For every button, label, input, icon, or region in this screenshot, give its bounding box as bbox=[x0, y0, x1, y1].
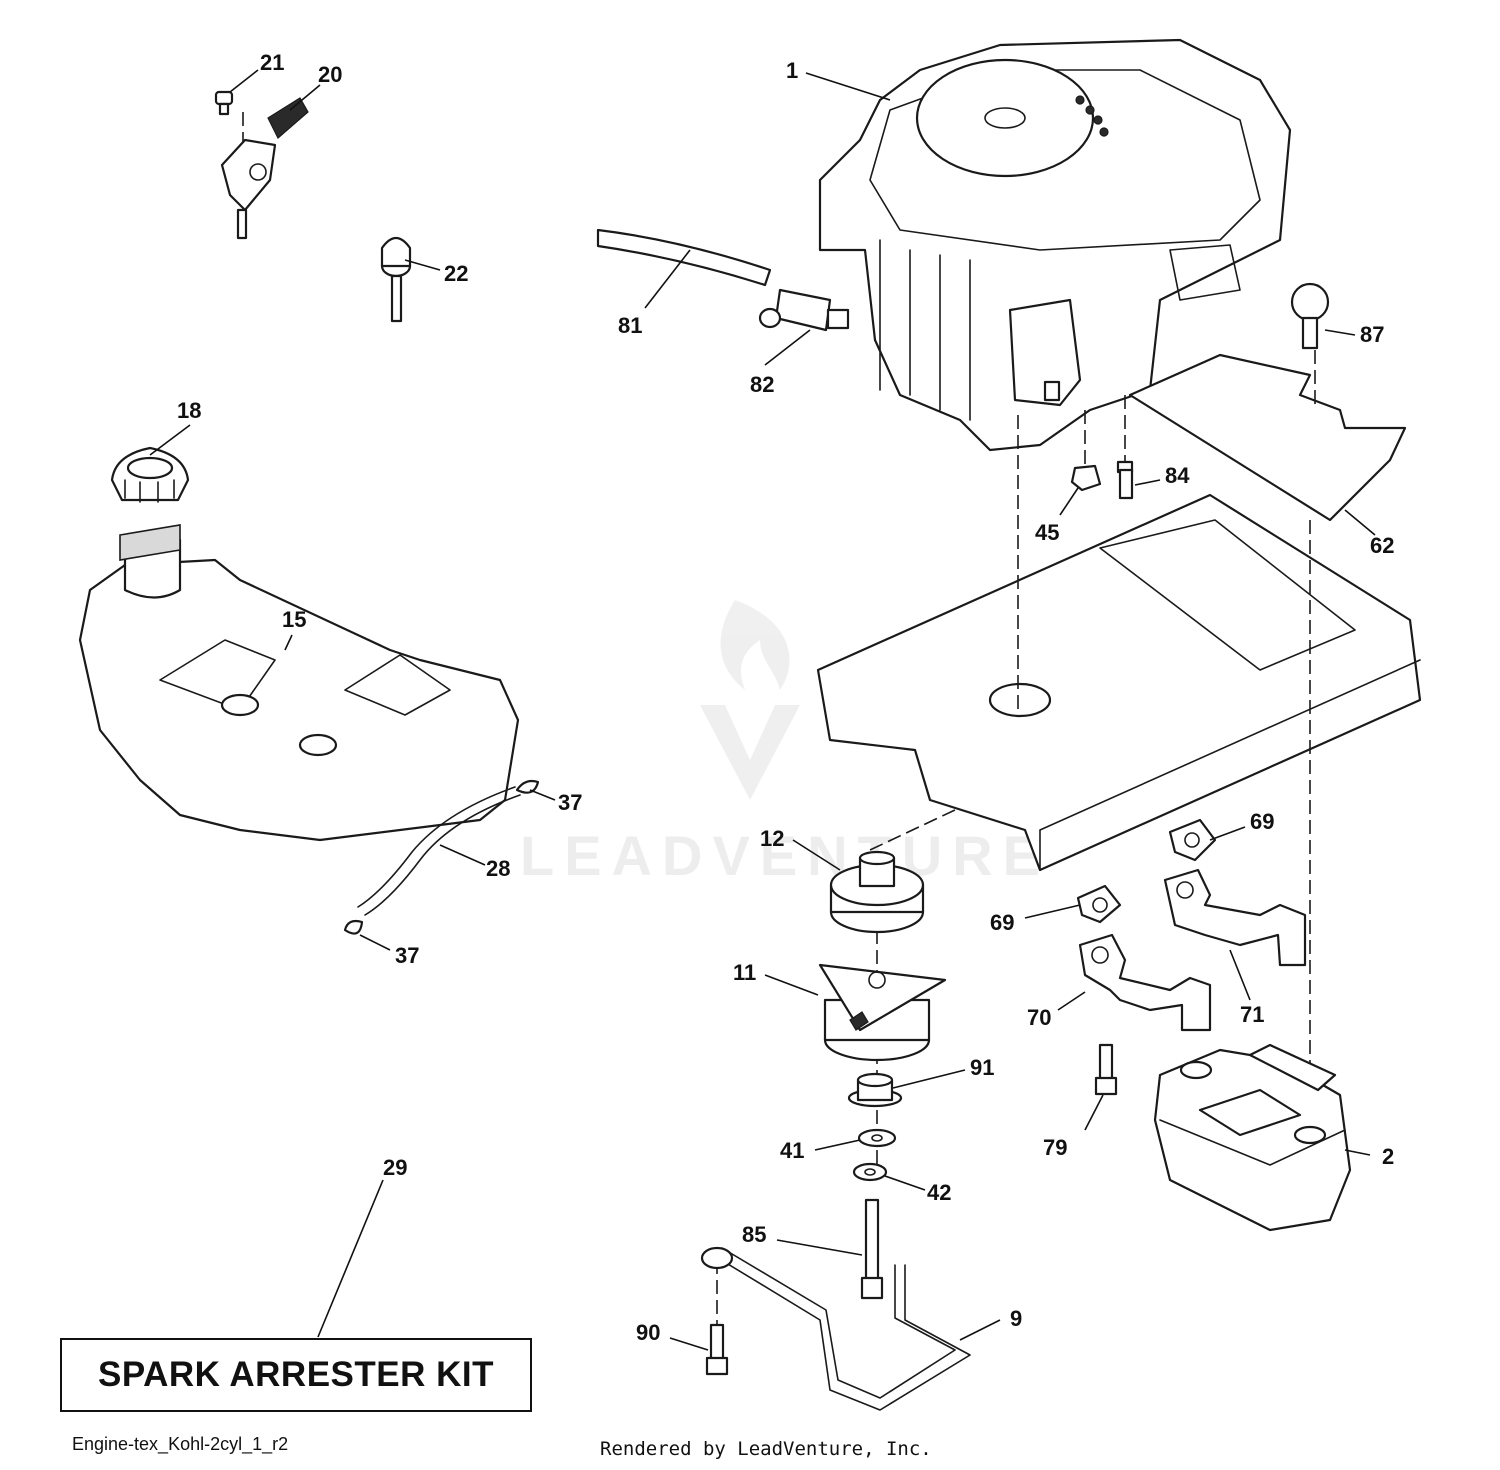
leadventure-watermark: LEADVENTURE bbox=[520, 600, 1050, 887]
callout-29: 29 bbox=[383, 1155, 407, 1180]
heat-shield-part[interactable] bbox=[1128, 353, 1407, 522]
muffler-part[interactable] bbox=[1153, 1043, 1352, 1232]
engine-part[interactable] bbox=[818, 38, 1292, 452]
nut-45-part[interactable] bbox=[1070, 464, 1102, 492]
bolt-85-part[interactable] bbox=[860, 1198, 884, 1300]
callout-71: 71 bbox=[1240, 1002, 1264, 1027]
clamp-37-lower-part[interactable] bbox=[343, 919, 364, 935]
clamp-37-upper-part[interactable] bbox=[515, 779, 540, 794]
callout-69-right: 69 bbox=[1250, 809, 1274, 834]
bracket-part[interactable] bbox=[700, 1246, 971, 1411]
spark-arrester-kit-label: SPARK ARRESTER KIT bbox=[98, 1355, 494, 1394]
bolt-79-part[interactable] bbox=[1094, 1043, 1118, 1096]
callout-82: 82 bbox=[750, 372, 774, 397]
bolt-87-part[interactable] bbox=[1290, 282, 1330, 350]
callout-20: 20 bbox=[318, 62, 342, 87]
callout-18: 18 bbox=[177, 398, 201, 423]
screw-21-part[interactable] bbox=[214, 90, 234, 116]
spacer-part[interactable] bbox=[847, 1072, 903, 1108]
callout-69-left: 69 bbox=[990, 910, 1014, 935]
callout-37-upper: 37 bbox=[558, 790, 582, 815]
callout-1: 1 bbox=[786, 58, 798, 83]
callout-45: 45 bbox=[1035, 520, 1059, 545]
callout-12: 12 bbox=[760, 826, 784, 851]
watermark-text: LEADVENTURE bbox=[520, 824, 1050, 887]
gas-cap-part[interactable] bbox=[110, 446, 190, 503]
choke-knob-part[interactable] bbox=[380, 236, 412, 323]
callout-84: 84 bbox=[1165, 463, 1190, 488]
callout-87: 87 bbox=[1360, 322, 1384, 347]
callout-21: 21 bbox=[260, 50, 284, 75]
gasket-69-left-part[interactable] bbox=[1076, 884, 1122, 924]
exhaust-pipe-70-part[interactable] bbox=[1078, 933, 1212, 1032]
leader-lines bbox=[149, 69, 1376, 1351]
callout-9: 9 bbox=[1010, 1306, 1022, 1331]
callout-70: 70 bbox=[1027, 1005, 1051, 1030]
callout-85: 85 bbox=[742, 1222, 766, 1247]
render-credit: Rendered by LeadVenture, Inc. bbox=[600, 1438, 932, 1460]
assembly-lines bbox=[242, 112, 1316, 1330]
electric-clutch-part[interactable] bbox=[818, 963, 947, 1062]
diagram-id: Engine-tex_Kohl-2cyl_1_r2 bbox=[72, 1434, 289, 1454]
callout-22: 22 bbox=[444, 261, 468, 286]
callout-37-lower: 37 bbox=[395, 943, 419, 968]
gasket-69-right-part[interactable] bbox=[1168, 818, 1217, 862]
callout-42: 42 bbox=[927, 1180, 951, 1205]
callout-15: 15 bbox=[282, 607, 306, 632]
callout-28: 28 bbox=[486, 856, 510, 881]
callout-labels: 1 2 9 11 12 15 18 20 21 22 28 29 37 37 4… bbox=[177, 50, 1394, 1345]
callout-79: 79 bbox=[1043, 1135, 1067, 1160]
fuel-line-28-part[interactable] bbox=[357, 786, 521, 916]
washer-42-part[interactable] bbox=[852, 1162, 888, 1182]
fuel-tank-part[interactable] bbox=[78, 524, 520, 842]
frame-part[interactable] bbox=[816, 493, 1422, 872]
callout-91: 91 bbox=[970, 1055, 994, 1080]
callout-62: 62 bbox=[1370, 533, 1394, 558]
throttle-control-part[interactable] bbox=[220, 97, 309, 240]
callout-90: 90 bbox=[636, 1320, 660, 1345]
exhaust-pipe-71-part[interactable] bbox=[1163, 868, 1307, 967]
callout-81: 81 bbox=[618, 313, 642, 338]
fuel-filter-part[interactable] bbox=[758, 288, 850, 332]
callout-41: 41 bbox=[780, 1138, 804, 1163]
bolt-90-part[interactable] bbox=[705, 1323, 729, 1376]
bolt-84-part[interactable] bbox=[1116, 460, 1134, 500]
pulley-part[interactable] bbox=[829, 850, 925, 934]
callout-2: 2 bbox=[1382, 1144, 1394, 1169]
washer-41-part[interactable] bbox=[857, 1128, 897, 1148]
spark-arrester-kit-box[interactable]: SPARK ARRESTER KIT bbox=[60, 1338, 532, 1412]
callout-11: 11 bbox=[733, 960, 756, 985]
